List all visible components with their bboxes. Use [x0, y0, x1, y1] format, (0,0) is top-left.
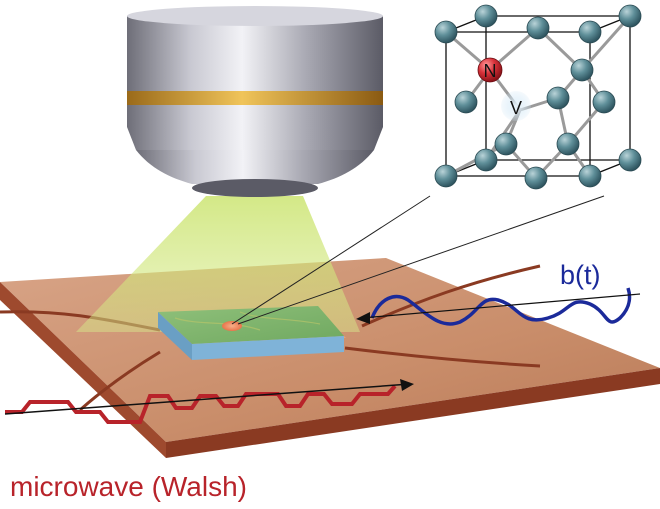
- carbon-atom: [474, 148, 498, 172]
- lattice-bond: [580, 15, 632, 71]
- carbon-atom: [618, 148, 642, 172]
- microwave-arrowhead: [400, 379, 414, 391]
- carbon-atom: [556, 132, 580, 156]
- carbon-atom: [434, 20, 458, 44]
- vacancy-site: [501, 91, 531, 121]
- microwave-axis-arrow: [4, 383, 411, 415]
- laser-beam: [76, 196, 360, 332]
- diamond-lattice-icon: NV: [434, 4, 642, 190]
- carbon-atom: [474, 4, 498, 28]
- carbon-atom: [578, 164, 602, 188]
- vacancy-label: V: [510, 98, 522, 118]
- carbon-atom: [618, 4, 642, 28]
- microwave-label: microwave (Walsh): [10, 471, 247, 502]
- microwave-wire: [5, 384, 397, 424]
- carbon-atom: [454, 90, 478, 114]
- signal-label: b(t): [560, 260, 601, 290]
- signal-wave: [356, 287, 641, 326]
- nitrogen-label: N: [484, 61, 497, 81]
- carbon-atom: [546, 86, 570, 110]
- carbon-atom: [592, 90, 616, 114]
- carbon-atom: [494, 132, 518, 156]
- carbon-atom: [526, 16, 550, 40]
- carbon-atom: [434, 164, 458, 188]
- microscope-objective-icon: [127, 6, 383, 197]
- zoom-lines: [231, 195, 605, 325]
- nitrogen-atom: [477, 57, 503, 83]
- carbon-atom: [570, 58, 594, 82]
- carbon-atom: [524, 166, 548, 190]
- carbon-atom: [578, 20, 602, 44]
- laser-spot: [222, 321, 242, 331]
- diamond-sample: [158, 306, 346, 360]
